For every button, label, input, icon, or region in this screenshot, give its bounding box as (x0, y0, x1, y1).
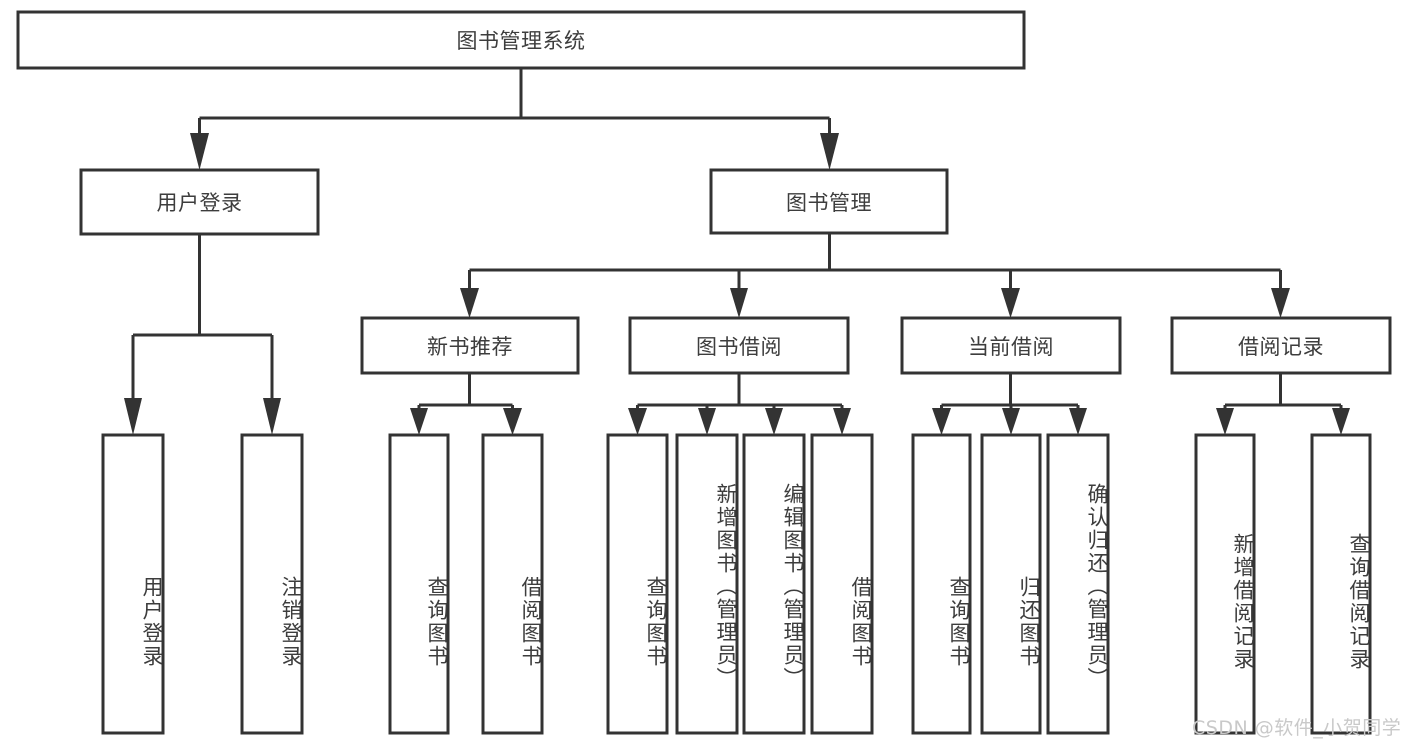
arrow-head-icon (1002, 408, 1020, 435)
arrow-head-icon (190, 133, 209, 170)
node-box-leaf-10[interactable] (1046, 433, 1110, 735)
node-box-l2-3[interactable] (1170, 316, 1392, 375)
node-box-layer (16, 10, 1392, 735)
arrow-head-icon (263, 398, 281, 435)
node-box-leaf-4[interactable] (606, 433, 669, 735)
node-box-l1-0[interactable] (79, 168, 320, 236)
csdn-watermark: CSDN @软件_小贺同学 (1192, 717, 1402, 739)
arrow-head-icon (820, 133, 839, 170)
arrow-head-icon (124, 398, 142, 435)
arrow-head-icon (460, 288, 479, 318)
arrow-head-icon (833, 408, 851, 435)
node-box-leaf-5[interactable] (675, 433, 739, 735)
arrow-head-icon (503, 408, 522, 435)
node-box-leaf-6[interactable] (742, 433, 806, 735)
arrow-head-icon (932, 408, 951, 435)
connector-layer (124, 68, 1350, 435)
arrow-head-icon (1332, 408, 1350, 435)
arrow-head-icon (765, 408, 783, 435)
arrow-head-icon (1001, 288, 1020, 318)
arrow-head-icon (1069, 408, 1087, 435)
node-box-l2-1[interactable] (628, 316, 850, 375)
node-box-leaf-1[interactable] (240, 433, 304, 735)
arrow-head-icon (730, 288, 748, 318)
node-box-l2-2[interactable] (900, 316, 1122, 375)
node-box-leaf-7[interactable] (810, 433, 874, 735)
node-box-leaf-3[interactable] (481, 433, 544, 735)
node-box-leaf-0[interactable] (101, 433, 165, 735)
arrow-head-icon (1216, 408, 1234, 435)
arrow-head-icon (628, 408, 647, 435)
node-box-l2-0[interactable] (360, 316, 580, 375)
arrow-head-icon (698, 408, 716, 435)
node-box-leaf-8[interactable] (911, 433, 972, 735)
arrow-head-icon (1271, 288, 1290, 318)
arrow-head-icon (410, 408, 428, 435)
node-box-leaf-2[interactable] (388, 433, 450, 735)
node-box-leaf-12[interactable] (1310, 433, 1372, 735)
node-box-leaf-9[interactable] (980, 433, 1042, 735)
node-box-leaf-11[interactable] (1194, 433, 1256, 735)
node-box-l1-1[interactable] (709, 168, 949, 235)
node-box-root[interactable] (16, 10, 1026, 70)
